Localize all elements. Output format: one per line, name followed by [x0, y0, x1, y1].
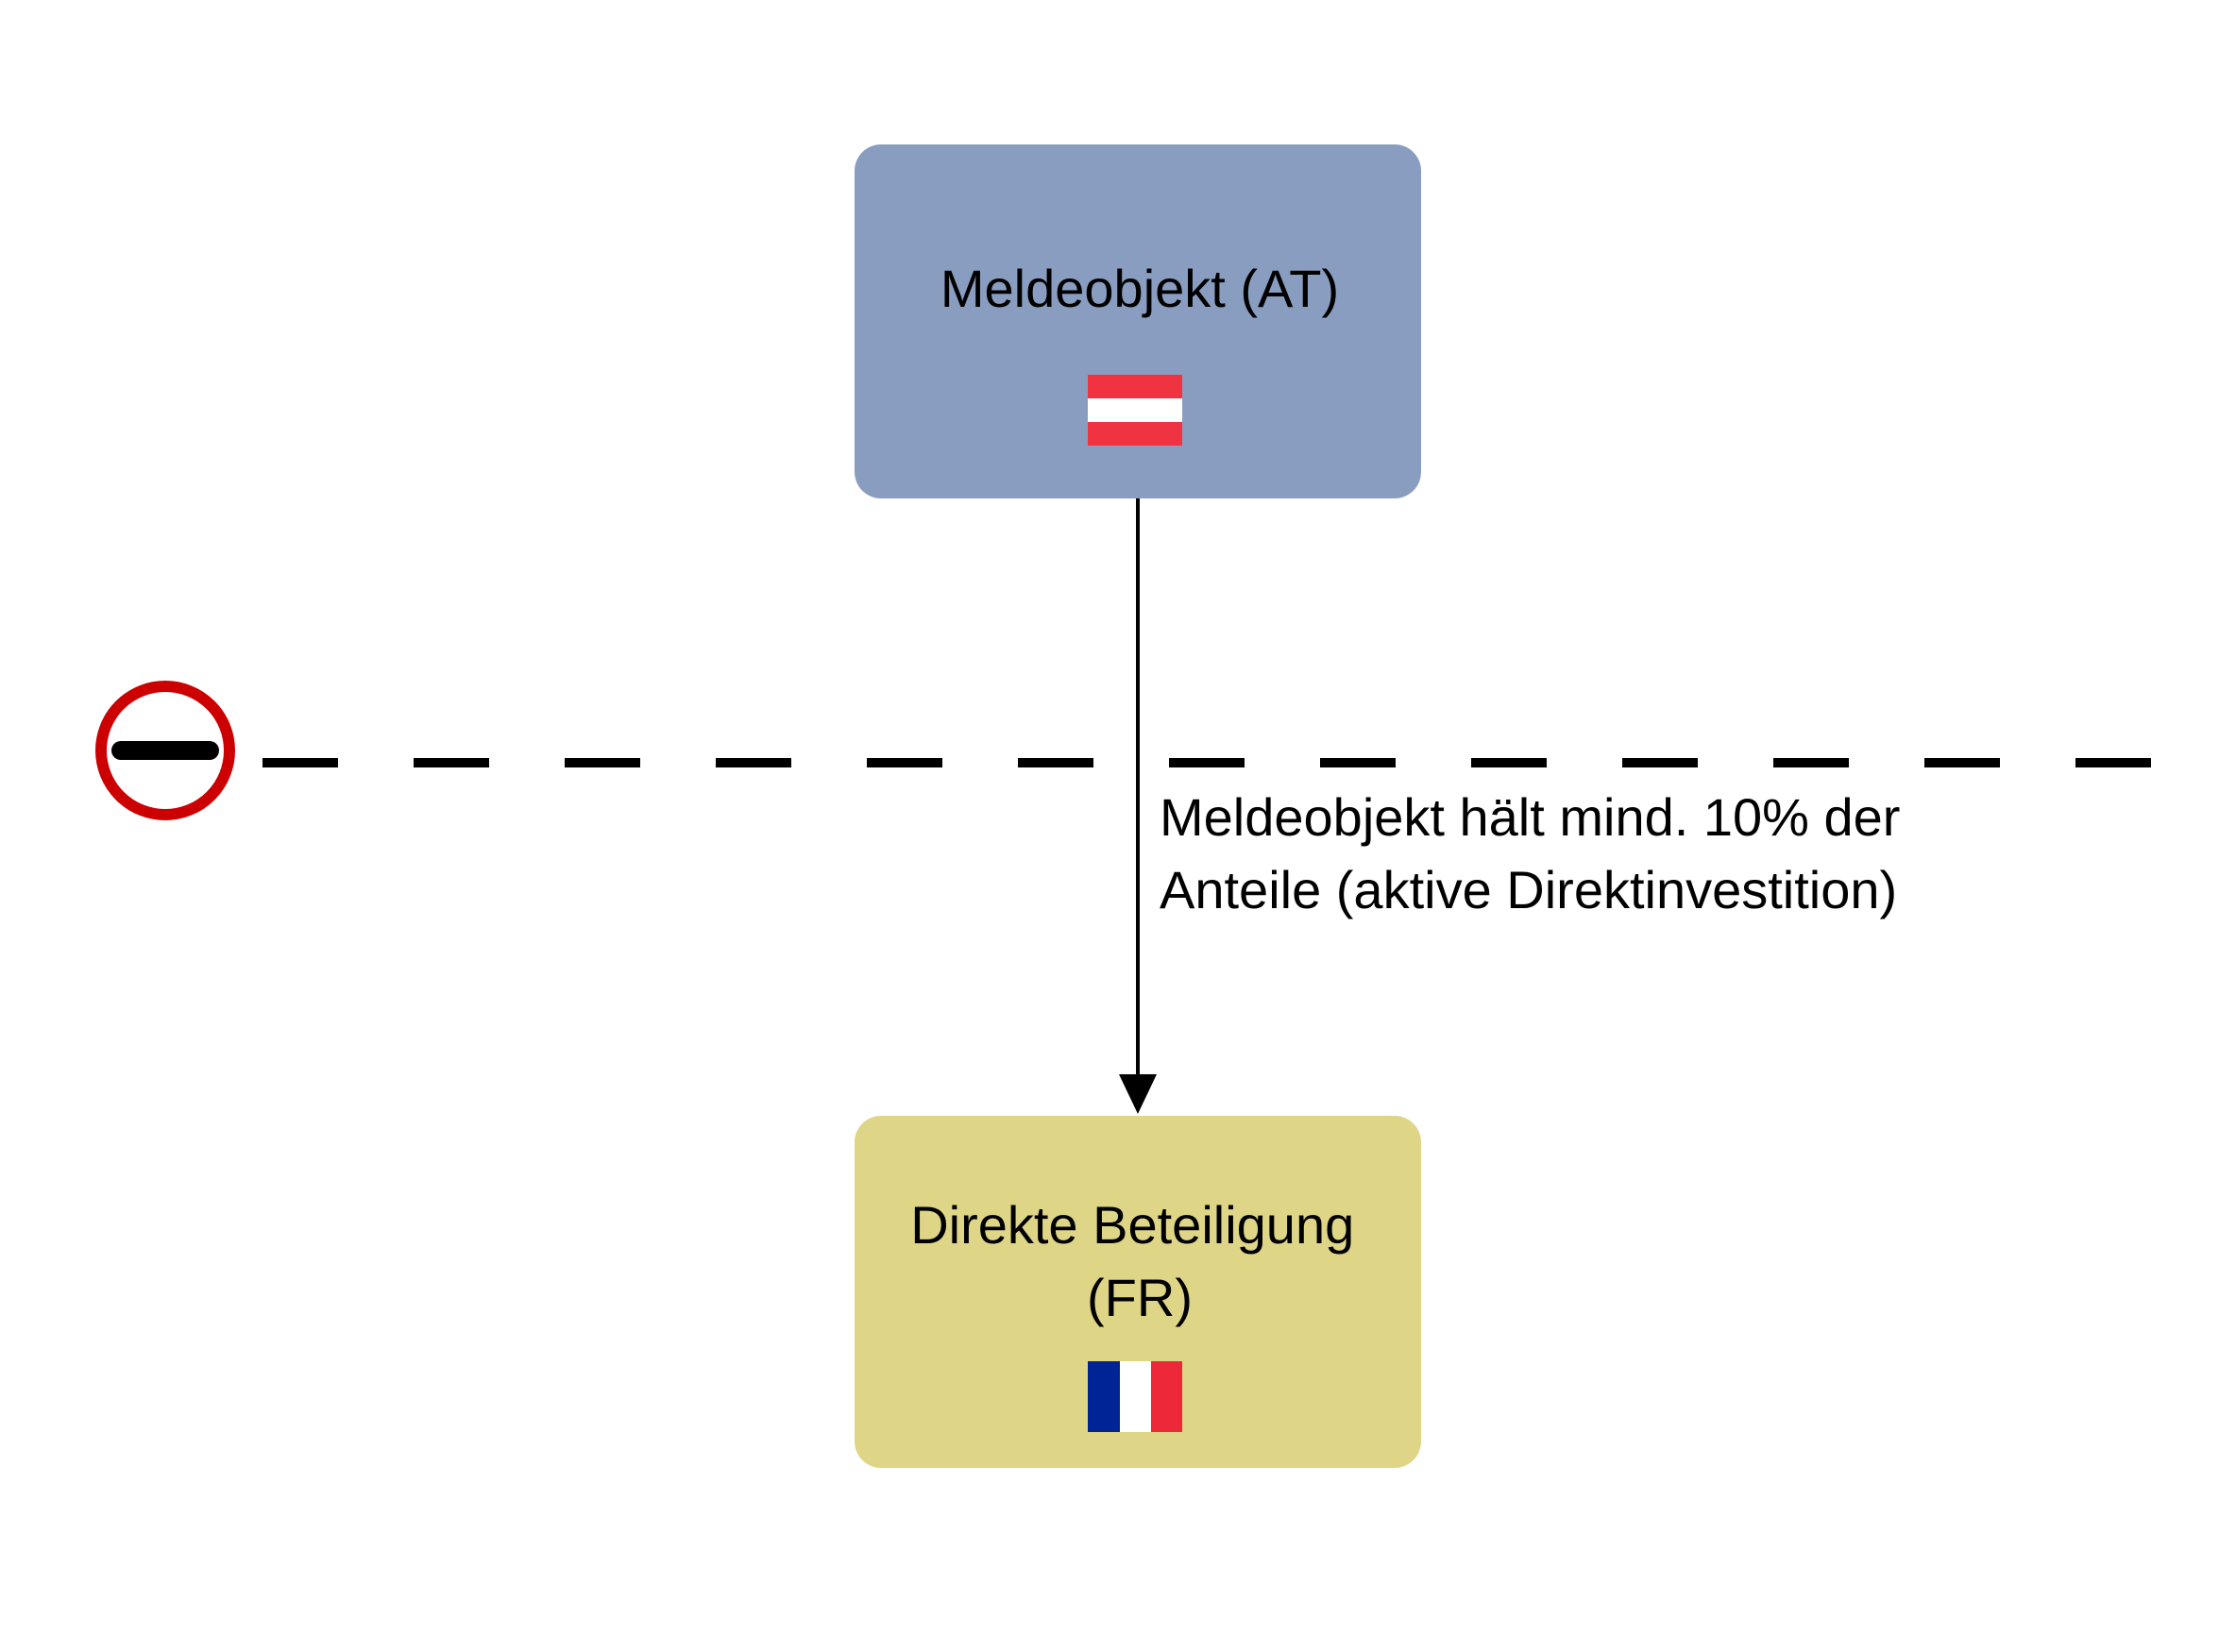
arrowhead-icon	[1119, 1074, 1157, 1114]
node-direct-participation[interactable]: Direkte Beteiligung (FR)	[855, 1116, 1421, 1468]
node-reporting-entity-label: Meldeobjekt (AT)	[940, 259, 1339, 318]
france-flag-icon	[1088, 1361, 1182, 1432]
node-reporting-entity-box	[855, 144, 1421, 498]
node-direct-participation-box	[855, 1116, 1421, 1468]
edge-label-line-1: Meldeobjekt hält mind. 10% der	[1160, 787, 1900, 847]
node-direct-participation-label-line-1: Direkte Beteiligung	[910, 1195, 1354, 1255]
austria-flag-icon	[1088, 375, 1182, 446]
edge-label: Meldeobjekt hält mind. 10% der Anteile (…	[1160, 787, 1915, 919]
node-reporting-entity[interactable]: Meldeobjekt (AT)	[855, 144, 1421, 498]
no-entry-icon	[95, 681, 235, 820]
node-direct-participation-label: Direkte Beteiligung (FR)	[910, 1195, 1369, 1327]
node-direct-participation-label-line-2: (FR)	[1087, 1268, 1193, 1327]
edge-label-line-2: Anteile (aktive Direktinvestition)	[1160, 860, 1897, 919]
